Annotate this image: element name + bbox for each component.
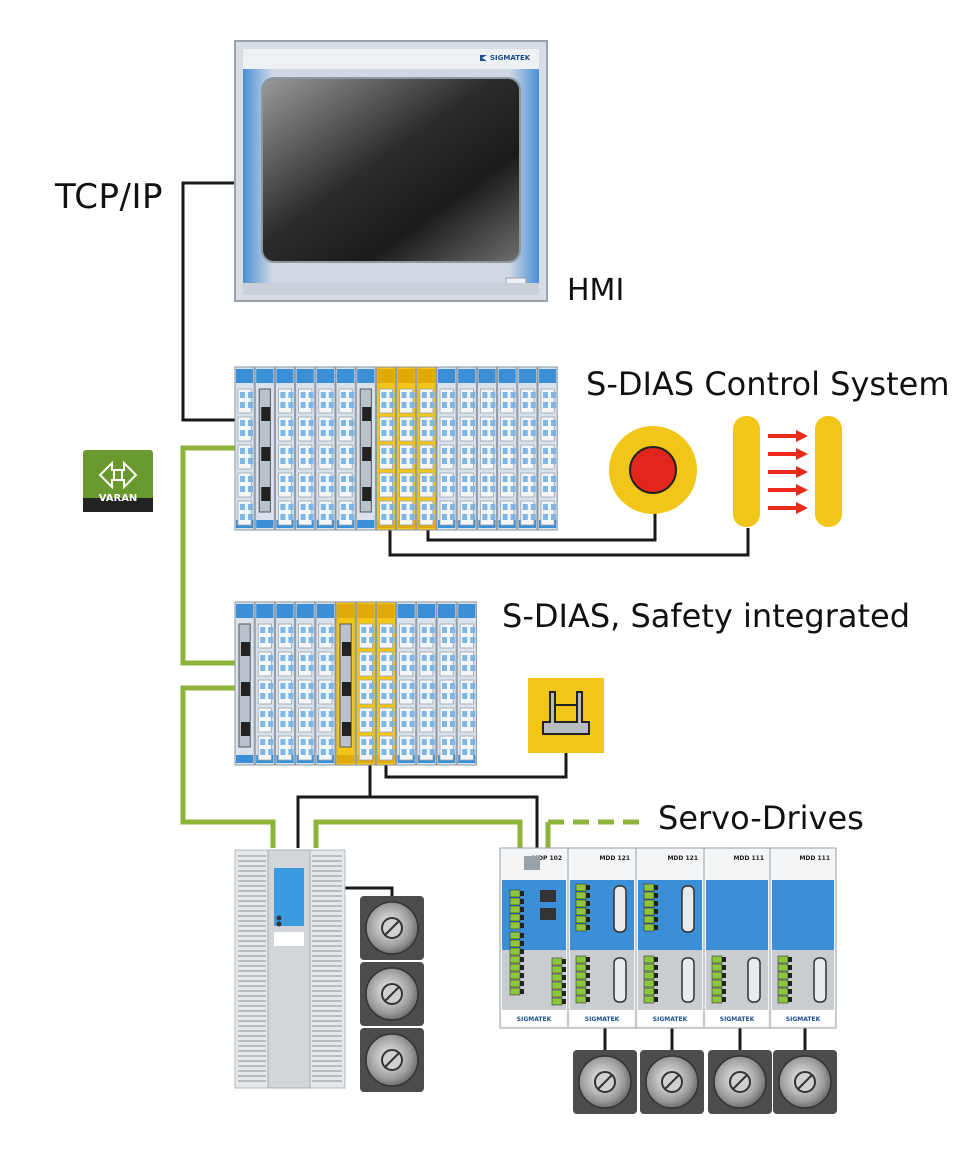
varan-cable-1 bbox=[180, 445, 236, 666]
control-rack bbox=[234, 366, 558, 531]
rack2-module bbox=[416, 601, 437, 766]
drive-cable-1 bbox=[296, 765, 372, 848]
rack1-module bbox=[476, 366, 498, 531]
rack2-module bbox=[295, 601, 316, 766]
rack1-module bbox=[335, 366, 356, 531]
drive-module-name: MDD 111 bbox=[733, 855, 764, 862]
light-curtain-emitter bbox=[733, 416, 760, 527]
beam-arrowhead bbox=[796, 430, 808, 442]
rack1-module bbox=[396, 366, 417, 531]
rack1-module bbox=[295, 366, 316, 531]
rack1-module bbox=[416, 366, 437, 531]
drive-brand-label: SIGMATEK bbox=[585, 1016, 620, 1023]
rack2-module bbox=[375, 601, 397, 766]
estop-cable-2 bbox=[426, 510, 657, 542]
rack2-module bbox=[234, 601, 255, 766]
beam-arrowhead bbox=[796, 484, 808, 496]
rack1-module bbox=[436, 366, 457, 531]
rack1-module bbox=[537, 366, 558, 531]
safety-switch-icon bbox=[528, 678, 604, 753]
motors bbox=[360, 896, 837, 1114]
hmi-top-strip bbox=[243, 49, 539, 69]
safety-switch-cable bbox=[384, 752, 568, 779]
varan-cable-3 bbox=[313, 819, 523, 848]
drive-cable-2 bbox=[370, 795, 539, 848]
beam-arrowhead bbox=[796, 448, 808, 460]
sigmatek-logo-icon bbox=[480, 55, 487, 61]
rack2-module bbox=[254, 601, 275, 766]
rack1-module bbox=[355, 366, 376, 531]
rack2-module bbox=[315, 601, 336, 766]
motor-icon bbox=[773, 1050, 837, 1114]
rack2-module bbox=[436, 601, 457, 766]
varan-cables bbox=[180, 445, 640, 848]
motor-cable-a bbox=[345, 886, 394, 898]
cooling-fins bbox=[238, 855, 342, 1082]
motor-icon bbox=[360, 1028, 424, 1092]
varan-cable-2 bbox=[180, 685, 276, 848]
servo-power-unit bbox=[234, 849, 346, 1089]
drive-module-name: MDP 102 bbox=[532, 855, 562, 862]
motor-icon bbox=[708, 1050, 772, 1114]
tcp-ip-label: TCP/IP bbox=[55, 177, 164, 217]
control-system-label: S-DIAS Control System bbox=[586, 365, 950, 403]
rack1-module bbox=[497, 366, 518, 531]
estop-cable bbox=[388, 528, 750, 557]
motor-icon bbox=[640, 1050, 704, 1114]
unit-label bbox=[274, 932, 304, 946]
rack1-module bbox=[254, 366, 275, 531]
varan-logo bbox=[83, 450, 153, 512]
rack1-module bbox=[234, 366, 255, 531]
light-curtain-icon bbox=[733, 416, 842, 527]
rack2-module bbox=[396, 601, 417, 766]
light-curtain-receiver bbox=[815, 416, 842, 527]
drive-module-name: MDD 121 bbox=[599, 855, 630, 862]
drive-brand-label: SIGMATEK bbox=[653, 1016, 688, 1023]
rack2-module bbox=[456, 601, 477, 766]
light-beams bbox=[768, 430, 808, 514]
drive-brand-label: SIGMATEK bbox=[786, 1016, 821, 1023]
motor-icon bbox=[360, 962, 424, 1026]
rack2-module bbox=[355, 601, 376, 766]
hmi-screen bbox=[261, 77, 521, 263]
rack1-module bbox=[517, 366, 538, 531]
rack1-module bbox=[315, 366, 336, 531]
ethernet-cables bbox=[181, 181, 750, 898]
hmi-panel bbox=[234, 40, 548, 302]
safety-integrated-label: S-DIAS, Safety integrated bbox=[502, 597, 911, 635]
hmi-bottom-strip bbox=[243, 283, 539, 295]
drive-module-name: MDD 121 bbox=[667, 855, 698, 862]
drive-module-name: MDD 111 bbox=[799, 855, 830, 862]
tcpip-cable bbox=[181, 181, 238, 422]
beam-arrowhead bbox=[796, 502, 808, 514]
rack2-module bbox=[274, 601, 296, 766]
beam-arrowhead bbox=[796, 466, 808, 478]
rack2-module bbox=[335, 601, 356, 766]
rack1-module bbox=[456, 366, 477, 531]
servo-drives-label: Servo-Drives bbox=[658, 799, 864, 837]
drive-brand-label: SIGMATEK bbox=[517, 1016, 552, 1023]
rack1-module bbox=[274, 366, 296, 531]
emergency-stop-icon bbox=[609, 426, 697, 514]
varan-logo-text: VARAN bbox=[98, 493, 138, 504]
motor-icon bbox=[360, 896, 424, 960]
drive-brand-label: SIGMATEK bbox=[720, 1016, 755, 1023]
hmi-label: HMI bbox=[567, 273, 625, 308]
rack1-module bbox=[375, 366, 397, 531]
motor-icon bbox=[573, 1050, 637, 1114]
safety-rack bbox=[234, 601, 477, 766]
hmi-brand-label: SIGMATEK bbox=[490, 54, 531, 62]
